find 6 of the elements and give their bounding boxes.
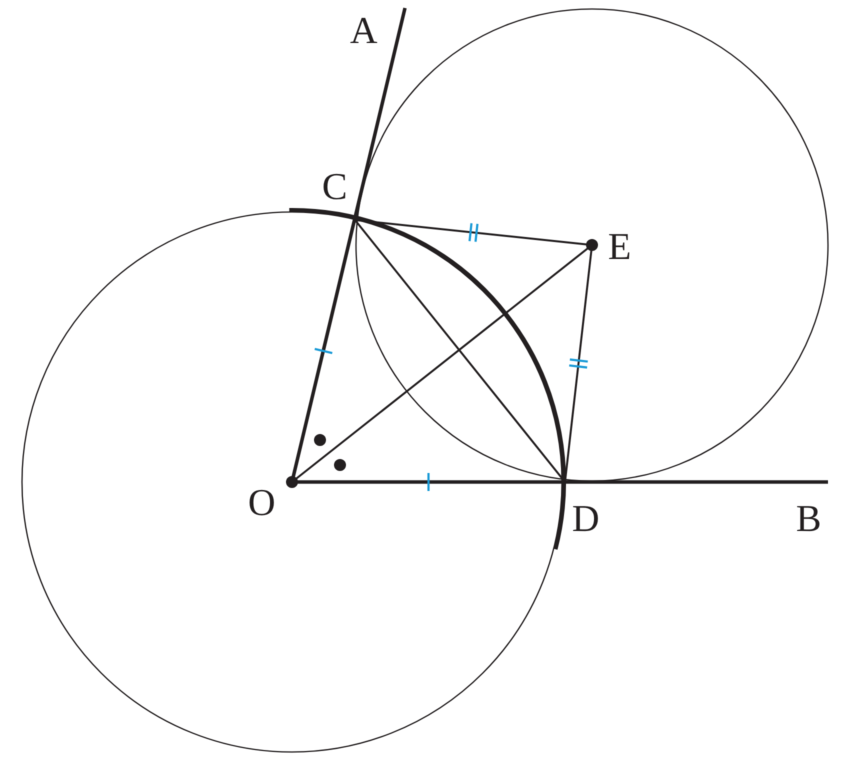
- point-label: B: [796, 500, 822, 538]
- point-label: D: [572, 500, 600, 538]
- point-label: A: [350, 12, 378, 50]
- point-label: O: [248, 484, 276, 522]
- point-label: E: [608, 228, 632, 266]
- point-label: C: [322, 168, 348, 206]
